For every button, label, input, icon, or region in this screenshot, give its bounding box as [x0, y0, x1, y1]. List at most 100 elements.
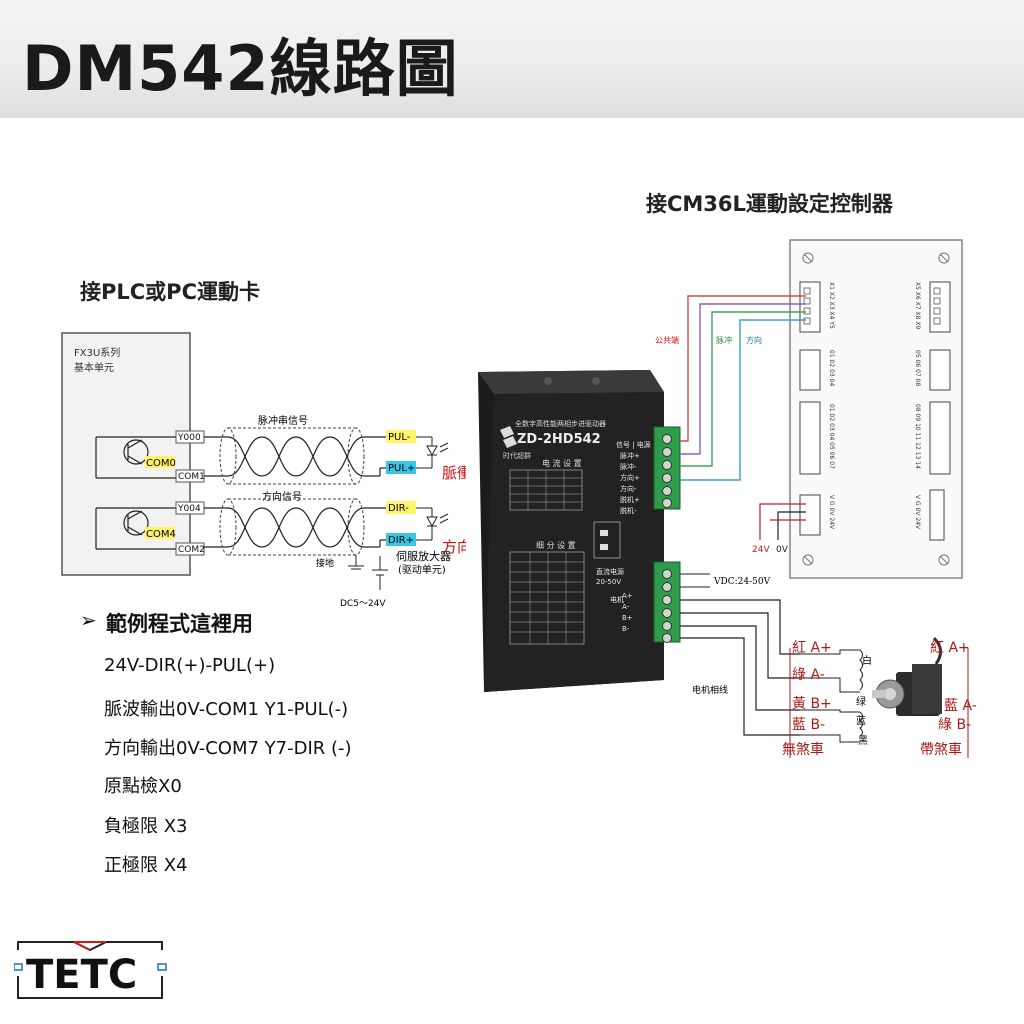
transistor-1-icon	[95, 436, 176, 479]
signal-terminal-block	[653, 426, 681, 510]
dir-twisted-pair	[204, 507, 386, 548]
wire-label-pulse: 脉冲	[716, 335, 732, 345]
drv-power-range: 20-50V	[596, 578, 621, 586]
drv-motor-label: 电机	[610, 595, 624, 604]
drv-term-b-plus: B+	[622, 614, 633, 622]
dir-plus-box	[386, 533, 416, 546]
motor-left-brake: 無煞車	[782, 741, 824, 758]
dir-signal-label: 方向信号	[262, 490, 302, 503]
microstep-table-title: 细 分 设 置	[536, 540, 576, 550]
motor-right-a-minus: 藍 A-	[944, 698, 977, 714]
current-table-title: 电 流 设 置	[542, 458, 582, 468]
term-dir-plus: DIR+	[388, 535, 414, 546]
motor-cable-label: 电机相线	[692, 684, 728, 696]
servo-label: 伺服放大器	[396, 549, 451, 563]
motor-left-b-plus: 黃 B+	[792, 696, 832, 712]
logo-text: TETC	[26, 952, 137, 998]
drv-term-pul-plus: 脉冲+	[620, 451, 640, 460]
note-line-3: 方向輸出0V-COM7 Y7-DIR (-)	[104, 738, 352, 759]
servo-sub-label: (驱动单元)	[398, 564, 446, 576]
pul-minus-box	[386, 430, 416, 443]
driver-maker: 时代超群	[503, 451, 531, 460]
term-pul-plus: PUL+	[388, 463, 415, 474]
note-line-5: 負極限 X3	[104, 816, 188, 837]
note-line-2: 脈波輸出0V-COM1 Y1-PUL(-)	[104, 699, 349, 720]
note-line-1: 24V-DIR(+)-PUL(+)	[104, 655, 276, 676]
drv-power-label: 直流电源	[596, 567, 624, 576]
tetc-logo: TETC	[14, 941, 167, 999]
pul-plus-box	[386, 461, 416, 474]
pulse-name: 脈衝	[442, 464, 472, 482]
ctrl-left-row-3: 01 02 03 04 05 06 07	[828, 404, 835, 469]
wire-pulse	[680, 311, 806, 467]
ctrl-left-row-1: X1 X2 X3 X4 Y5	[828, 282, 835, 329]
power-terminal-block	[653, 561, 681, 643]
ctrl-left-row-2: 01 02 03 04	[828, 350, 835, 386]
controller-header: 接CM36L運動設定控制器	[646, 192, 893, 216]
drv-term-ena-plus: 脱机+	[620, 495, 640, 504]
drv-term-a-plus: A+	[622, 592, 633, 600]
coil-label-black: 黑	[858, 735, 868, 747]
coil-a-icon	[859, 649, 863, 691]
wire-b-plus	[680, 625, 800, 711]
transistor-2-icon	[95, 507, 176, 550]
com4-highlight	[145, 527, 175, 539]
com4-label: COM4	[146, 529, 176, 540]
drv-term-dir-plus: 方向+	[620, 473, 640, 482]
drv-term-header: 信号 | 电源	[616, 440, 651, 449]
label-0v: 0V	[776, 545, 789, 555]
driver-brand: 全数字高性能两相步进驱动器	[515, 419, 606, 428]
drv-term-pul-minus: 脉冲-	[620, 462, 637, 471]
wire-label-common: 公共端	[655, 335, 679, 345]
drv-term-a-minus: A-	[622, 603, 630, 611]
motor-left-a-plus: 紅 A+	[792, 640, 832, 656]
motor-right-a-plus: 紅 A+	[930, 640, 970, 656]
coil-label-white: 白	[862, 654, 872, 667]
microstep-table: 细 分 设 置	[509, 540, 585, 645]
plc-header: 接PLC或PC運動卡	[80, 280, 260, 304]
coil-b-icon	[859, 711, 863, 737]
ctrl-right-row-2: 05 06 07 08	[914, 350, 921, 386]
note-line-6: 正極限 X4	[104, 855, 188, 876]
vdc-label: VDC:24-50V	[713, 577, 771, 587]
motor-right-b-minus: 綠 B-	[938, 717, 971, 733]
plc-unit: 基本单元	[74, 361, 114, 374]
current-table: 电 流 设 置	[509, 458, 583, 511]
wire-direction	[680, 319, 806, 481]
term-y000: Y000	[177, 433, 201, 443]
com0-label: COM0	[146, 458, 176, 469]
power-label: DC5～24V	[340, 599, 386, 609]
wire-label-direction: 方向	[746, 335, 762, 345]
term-y004: Y004	[177, 504, 201, 514]
wire-a-plus	[680, 599, 800, 655]
title-banner: DM542線路圖	[0, 0, 1024, 118]
wire-common-2	[680, 303, 806, 455]
wire-a-minus	[680, 612, 800, 679]
ctrl-right-row-4: V G 0V 24V	[914, 495, 921, 530]
optocoupler-2-icon	[416, 507, 449, 541]
pulse-signal-label: 脉冲串信号	[258, 414, 308, 427]
term-dir-minus: DIR-	[388, 503, 409, 514]
dip-switch-box	[593, 521, 621, 559]
coil-label-green: 绿	[856, 695, 866, 708]
controller-screws-icon	[802, 252, 950, 566]
arrow-bullet-icon: ➢	[80, 608, 97, 632]
drv-term-b-minus: B-	[622, 625, 630, 633]
motor-left-a-minus: 綠 A-	[792, 667, 825, 683]
coil-label-blue: 蓝	[856, 715, 866, 727]
ground-label: 接地	[316, 557, 334, 569]
wire-0v	[777, 511, 806, 540]
optocoupler-1-icon	[416, 436, 449, 469]
wire-24v	[759, 503, 806, 540]
com0-highlight	[145, 456, 175, 468]
term-com2: COM2	[178, 545, 205, 555]
dir-minus-box	[386, 501, 416, 514]
term-com1: COM1	[178, 472, 205, 482]
direction-name: 方向	[442, 538, 472, 556]
term-pul-minus: PUL-	[388, 432, 411, 443]
wire-b-minus	[680, 637, 800, 736]
motor-right-brake: 帶煞車	[920, 741, 962, 758]
pulse-twisted-pair	[204, 436, 386, 477]
drv-term-ena-minus: 脱机-	[620, 506, 637, 515]
